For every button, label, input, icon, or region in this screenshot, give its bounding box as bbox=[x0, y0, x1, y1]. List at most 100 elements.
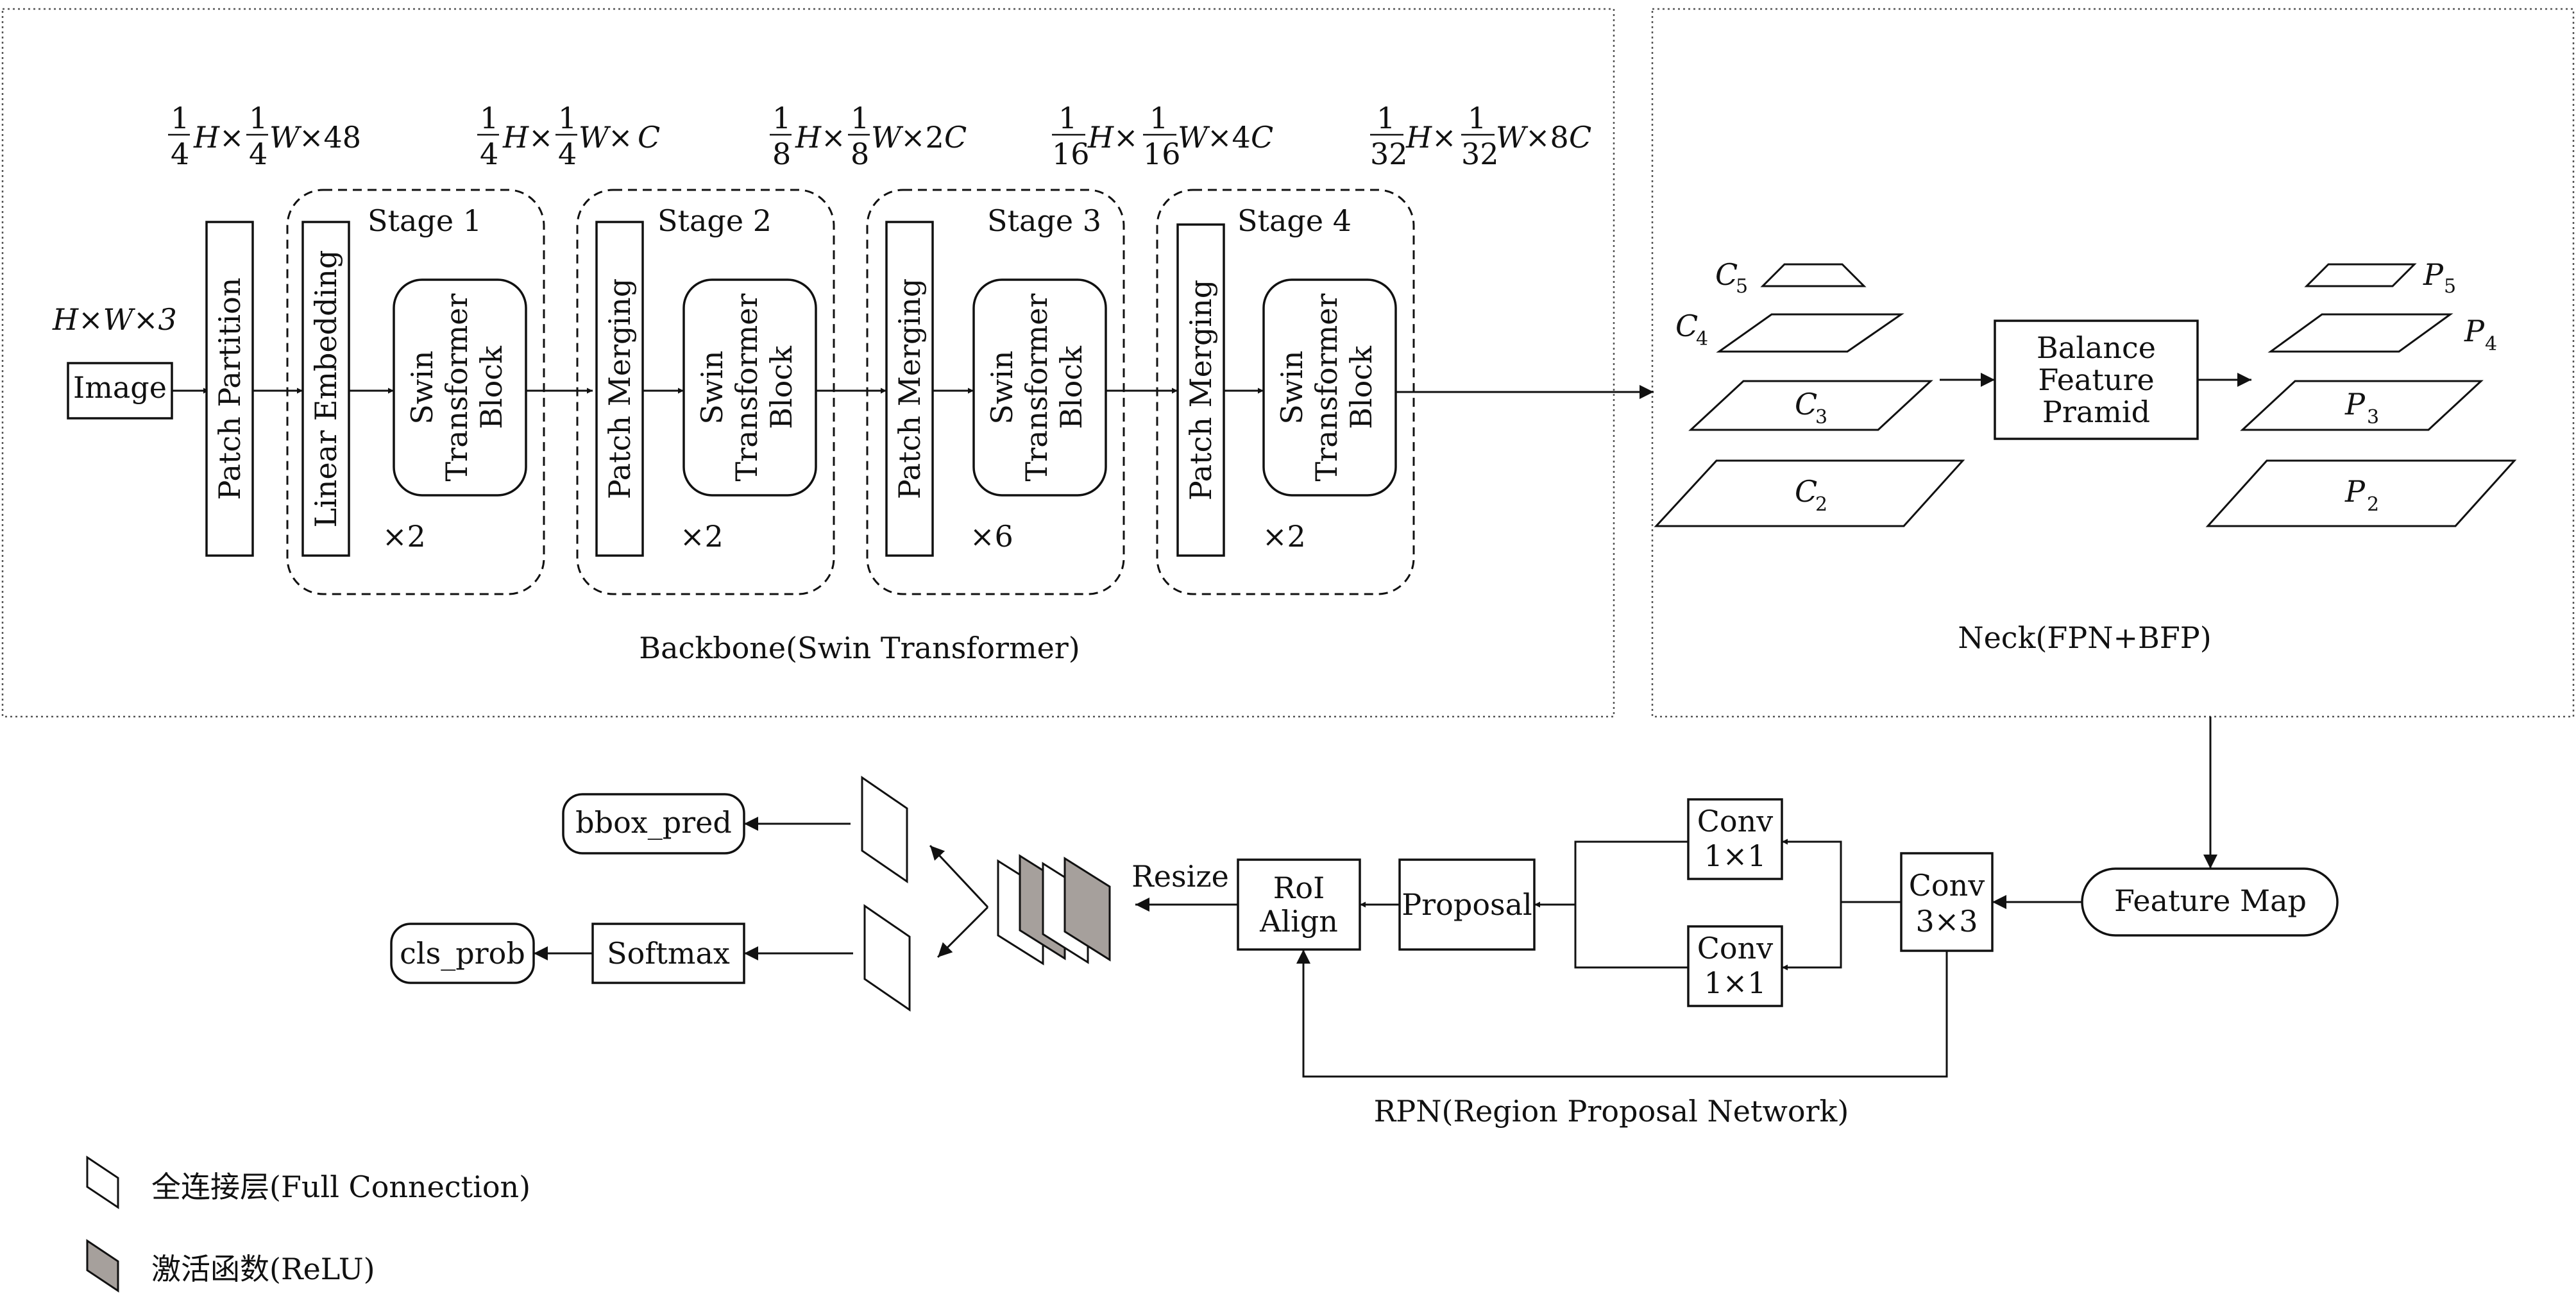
conv1-top-line1: Conv bbox=[1697, 804, 1774, 839]
stage-2-title: Stage 2 bbox=[657, 203, 772, 238]
p3-label: P 3 bbox=[2344, 387, 2379, 429]
legend-fc-label: 全连接层(Full Connection) bbox=[151, 1170, 530, 1204]
c3-label: C 3 bbox=[1795, 387, 1827, 429]
cls-prob-box bbox=[390, 923, 535, 984]
bfp-line1: Balance bbox=[2037, 330, 2156, 365]
svg-text:×4: ×4 bbox=[1207, 120, 1251, 155]
legend-fc-swatch bbox=[86, 1155, 119, 1209]
input-dim-label: H×W×3 bbox=[52, 302, 177, 337]
stage-3-swin-line3: Block bbox=[1054, 345, 1089, 429]
stage-1-first-label: Linear Embedding bbox=[309, 250, 343, 528]
svg-text:4: 4 bbox=[480, 137, 498, 171]
svg-text:W: W bbox=[1496, 120, 1529, 155]
svg-text:1: 1 bbox=[171, 101, 189, 135]
svg-text:C: C bbox=[1251, 120, 1273, 155]
stage-3-swin-line1: Swin bbox=[985, 350, 1019, 424]
c5-label: C 5 bbox=[1715, 257, 1748, 298]
stage-2-box bbox=[576, 189, 835, 595]
image-box bbox=[67, 362, 173, 420]
stage-1-title: Stage 1 bbox=[368, 203, 482, 238]
svg-text:C: C bbox=[1569, 120, 1591, 155]
svg-text:32: 32 bbox=[1461, 137, 1499, 171]
svg-text:5: 5 bbox=[2444, 275, 2456, 298]
svg-text:P: P bbox=[2423, 257, 2444, 292]
stage-1-swin-line1: Swin bbox=[405, 350, 439, 424]
roi-line1: RoI bbox=[1273, 871, 1325, 905]
svg-text:4: 4 bbox=[2485, 333, 2497, 355]
bfp-line2: Feature bbox=[2038, 362, 2154, 397]
neck-panel bbox=[1651, 8, 2575, 718]
svg-text:H: H bbox=[502, 120, 529, 155]
svg-text:W: W bbox=[579, 120, 611, 155]
svg-text:×: × bbox=[821, 120, 846, 155]
p5-label: P 5 bbox=[2423, 257, 2456, 298]
stage-1-swin-block bbox=[393, 278, 527, 497]
dim-label-3: 1 16 H × 1 16 W ×4 C bbox=[1052, 101, 1273, 171]
stage-4-swin-block bbox=[1262, 278, 1397, 497]
conv3-box bbox=[1900, 852, 1994, 952]
c4-feature bbox=[1716, 313, 1904, 353]
svg-text:4: 4 bbox=[171, 137, 189, 171]
patch-partition-box bbox=[205, 221, 254, 557]
legend-relu-label: 激活函数(ReLU) bbox=[151, 1252, 375, 1286]
svg-text:16: 16 bbox=[1143, 137, 1181, 171]
stage-1-repeat: ×2 bbox=[382, 519, 426, 554]
svg-text:P: P bbox=[2464, 314, 2485, 348]
stage-2-swin-line3: Block bbox=[764, 345, 799, 429]
p2-label: P 2 bbox=[2344, 474, 2379, 516]
svg-text:5: 5 bbox=[1736, 275, 1748, 298]
neck-title: Neck(FPN+BFP) bbox=[1958, 620, 2211, 655]
stage-4-swin-line1: Swin bbox=[1275, 350, 1309, 424]
rpn-title: RPN(Region Proposal Network) bbox=[1374, 1094, 1849, 1128]
svg-text:C: C bbox=[1675, 309, 1698, 343]
proposal-label: Proposal bbox=[1402, 887, 1532, 922]
conv1-top-line2: 1×1 bbox=[1704, 839, 1766, 873]
svg-text:2: 2 bbox=[2367, 493, 2379, 516]
svg-text:1: 1 bbox=[480, 101, 498, 135]
svg-text:1: 1 bbox=[772, 101, 791, 135]
conv1-top-box bbox=[1687, 798, 1783, 880]
stage-3-repeat: ×6 bbox=[970, 519, 1013, 554]
svg-text:1: 1 bbox=[249, 101, 267, 135]
svg-text:H: H bbox=[193, 120, 220, 155]
stage-1-swin-line2: Transformer bbox=[439, 294, 474, 482]
dim-label-4: 1 32 H × 1 32 W ×8 C bbox=[1370, 101, 1591, 171]
stage-2-first-label: Patch Merging bbox=[602, 278, 637, 499]
stage-3-swin-block bbox=[972, 278, 1107, 497]
svg-text:16: 16 bbox=[1052, 137, 1090, 171]
svg-text:4: 4 bbox=[249, 137, 267, 171]
svg-text:×: × bbox=[1114, 120, 1139, 155]
svg-text:1: 1 bbox=[1058, 101, 1077, 135]
svg-text:4: 4 bbox=[1696, 328, 1708, 350]
svg-text:C: C bbox=[1795, 387, 1817, 422]
svg-text:×48: ×48 bbox=[299, 120, 361, 155]
svg-text:×: × bbox=[608, 120, 633, 155]
svg-text:P: P bbox=[2344, 474, 2366, 509]
svg-text:W: W bbox=[269, 120, 302, 155]
stage-4-swin-line3: Block bbox=[1344, 345, 1378, 429]
bbox-pred-label: bbox_pred bbox=[575, 805, 732, 840]
patch-partition-label: Patch Partition bbox=[212, 278, 247, 500]
svg-text:W: W bbox=[871, 120, 904, 155]
svg-text:2: 2 bbox=[1815, 493, 1827, 516]
svg-text:×: × bbox=[1432, 120, 1457, 155]
image-label: Image bbox=[73, 370, 167, 405]
svg-text:×8: ×8 bbox=[1525, 120, 1569, 155]
relu-layer-2 bbox=[1063, 856, 1111, 962]
stage-1-first-box bbox=[301, 221, 350, 557]
stage-3-first-label: Patch Merging bbox=[892, 278, 927, 499]
bbox-pred-box bbox=[562, 793, 745, 855]
stage-1-swin-line3: Block bbox=[474, 345, 509, 429]
conv1-bottom-box bbox=[1687, 925, 1783, 1007]
roi-align-box bbox=[1237, 858, 1361, 951]
svg-text:1: 1 bbox=[1149, 101, 1168, 135]
bfp-line3: Pramid bbox=[2042, 395, 2150, 429]
p4-feature bbox=[2267, 313, 2453, 353]
stage-2-swin-line2: Transformer bbox=[729, 294, 764, 482]
fc-top bbox=[861, 776, 908, 883]
conv1-bottom-line1: Conv bbox=[1697, 931, 1774, 966]
stage-4-title: Stage 4 bbox=[1237, 203, 1352, 238]
dim-label-2: 1 8 H × 1 8 W ×2 C bbox=[770, 101, 967, 171]
c3-feature bbox=[1688, 380, 1933, 431]
backbone-panel bbox=[1, 8, 1615, 718]
